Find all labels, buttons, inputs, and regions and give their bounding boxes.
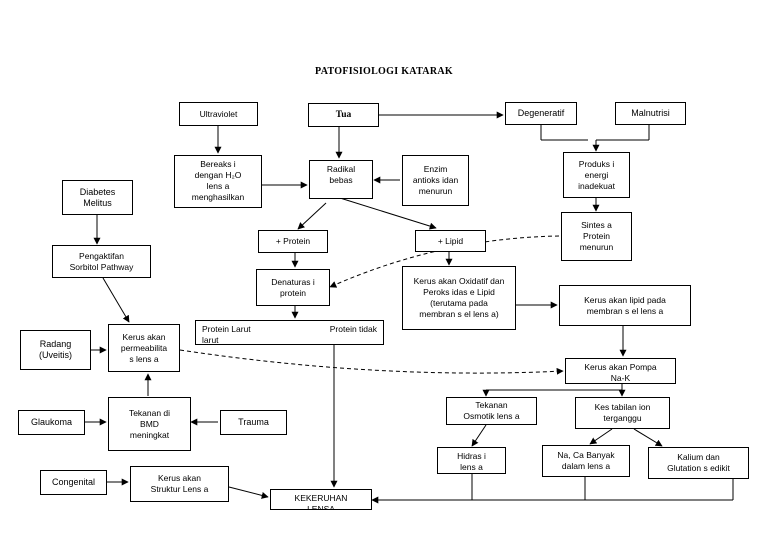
node-kerusakan-lipid: Kerus akan lipid pada membran s el lens …	[559, 285, 691, 326]
node-ultraviolet: Ultraviolet	[179, 102, 258, 126]
arrow-permeabilitas-pompa	[179, 349, 564, 375]
node-protein-larut-tidak: Protein Larut larut Protein tidak	[195, 320, 384, 345]
node-pompa: Kerus akan Pompa Na-K	[565, 358, 676, 384]
node-kalium: Kalium dan Glutation s edikit	[648, 447, 749, 479]
node-tekanan-osmotik: Tekanan Osmotik lens a	[446, 397, 537, 425]
node-tekanan-bmd: Tekanan di BMD meningkat	[108, 397, 191, 451]
node-sintesa: Sintes a Protein menurun	[561, 212, 632, 261]
arrow-kestabilan-kalium	[633, 428, 663, 447]
node-denaturasi: Denaturas i protein	[256, 269, 330, 306]
arrow-kestabilan-naca	[589, 428, 613, 445]
node-na-ca: Na, Ca Banyak dalam lens a	[542, 445, 630, 477]
arrow-pengaktifan-permeabilitas	[102, 277, 130, 323]
label-protein-tidak: Protein tidak	[329, 324, 377, 334]
node-kekeruhan: KEKERUHAN LENSA	[270, 489, 372, 510]
arrow-radikal-lipid	[339, 197, 437, 230]
node-diabetes: Diabetes Melitus	[62, 180, 133, 215]
arrow-osmotik-hidrasi	[471, 424, 487, 447]
arrow-radikal-protein	[297, 202, 327, 230]
node-kestabilan-ion: Kes tabilan ion terganggu	[575, 397, 670, 429]
arrow-struktur-kekeruhan	[228, 486, 269, 499]
node-trauma: Trauma	[220, 410, 287, 435]
node-congenital: Congenital	[40, 470, 107, 495]
node-malnutrisi: Malnutrisi	[615, 102, 686, 125]
node-radikal-bebas: Radikal bebas	[309, 160, 373, 199]
node-glaukoma: Glaukoma	[18, 410, 85, 435]
node-radang: Radang (Uveitis)	[20, 330, 91, 370]
node-bereaksi: Bereaks i dengan H₂O lens a menghasilkan	[174, 155, 262, 208]
node-kerusakan-oksidatif: Kerus akan Oxidatif dan Peroks idas e Li…	[402, 266, 516, 330]
arrow-sintesa-denaturasi	[329, 235, 560, 288]
node-degeneratif: Degeneratif	[505, 102, 577, 125]
diagram-title: PATOFISIOLOGI KATARAK	[315, 66, 453, 77]
node-tua: Tua	[308, 103, 379, 127]
label-protein-larut: Protein Larut larut	[202, 324, 251, 345]
node-hidrasi: Hidras i lens a	[437, 447, 506, 474]
node-kerusakan-permeabilitas: Kerus akan permeabilita s lens a	[108, 324, 180, 372]
node-pengaktifan: Pengaktifan Sorbitol Pathway	[52, 245, 151, 278]
node-plus-lipid: + Lipid	[415, 230, 486, 252]
node-plus-protein: + Protein	[258, 230, 328, 253]
node-kerusakan-struktur: Kerus akan Struktur Lens a	[130, 466, 229, 502]
node-produksi: Produks i energi inadekuat	[563, 152, 630, 198]
node-enzim: Enzim antioks idan menurun	[402, 155, 469, 206]
